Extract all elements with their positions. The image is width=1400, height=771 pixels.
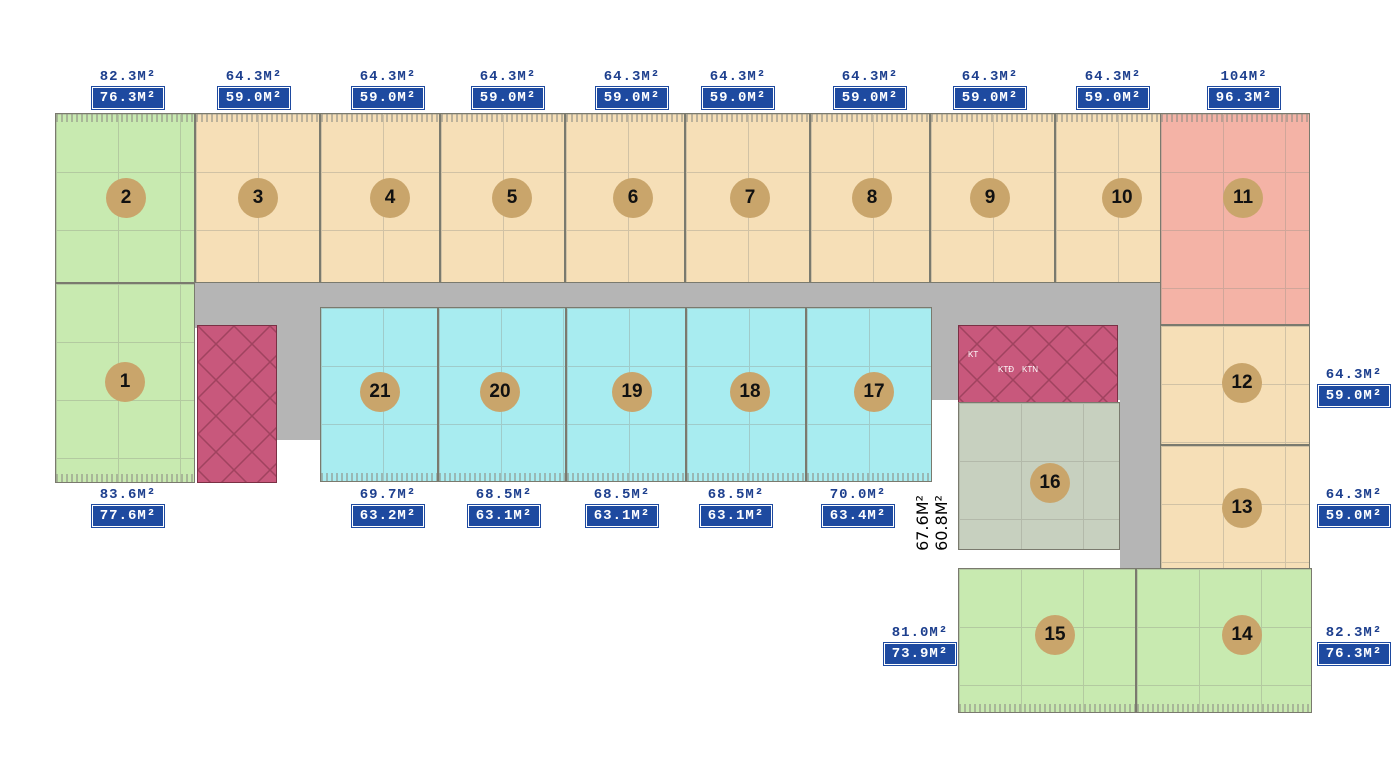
net-area: 59.0M² (470, 86, 546, 110)
area-label-unit-11: 104M² 96.3M² (1206, 68, 1282, 110)
area-label-unit-12: 64.3M² 59.0M² (1316, 366, 1392, 408)
gross-area: 64.3M² (479, 69, 537, 85)
corridor-west (275, 280, 320, 440)
unit-number-badge-2: 2 (106, 178, 146, 218)
unit-1[interactable] (55, 283, 195, 483)
area-label-unit-17: 70.0M² 63.4M² (820, 486, 896, 528)
gross-area: 68.5M² (593, 487, 651, 503)
area-label-unit-6: 64.3M² 59.0M² (594, 68, 670, 110)
stair-core-west (197, 325, 277, 483)
unit-number-badge-18: 18 (730, 372, 770, 412)
gross-area: 83.6M² (99, 487, 157, 503)
unit-11[interactable] (1160, 113, 1310, 325)
net-area: 76.3M² (90, 86, 166, 110)
area-label-unit-10: 64.3M² 59.0M² (1075, 68, 1151, 110)
area-label-unit-7: 64.3M² 59.0M² (700, 68, 776, 110)
area-label-unit-21: 69.7M² 63.2M² (350, 486, 426, 528)
net-area: 59.0M² (700, 86, 776, 110)
area-label-unit-4: 64.3M² 59.0M² (350, 68, 426, 110)
core-label-ktd: KTĐ (998, 365, 1014, 374)
net-area: 59.0M² (594, 86, 670, 110)
net-area: 59.0M² (350, 86, 426, 110)
unit-number-badge-1: 1 (105, 362, 145, 402)
gross-area: 64.3M² (225, 69, 283, 85)
net-area: 59.0M² (216, 86, 292, 110)
area-label-unit-14: 82.3M² 76.3M² (1316, 624, 1392, 666)
gross-area: 64.3M² (1084, 69, 1142, 85)
gross-area: 64.3M² (603, 69, 661, 85)
unit-18[interactable] (686, 307, 806, 482)
unit-number-badge-6: 6 (613, 178, 653, 218)
unit-number-badge-14: 14 (1222, 615, 1262, 655)
net-area: 63.1M² (584, 504, 660, 528)
unit-number-badge-13: 13 (1222, 488, 1262, 528)
gross-area: 67.6M² (913, 495, 932, 551)
core-label-kt: KT (968, 350, 979, 359)
net-area: 63.1M² (698, 504, 774, 528)
unit-number-badge-16: 16 (1030, 463, 1070, 503)
unit-number-badge-5: 5 (492, 178, 532, 218)
gross-area: 64.3M² (1325, 367, 1383, 383)
gross-area: 64.3M² (1325, 487, 1383, 503)
net-area: 59.0M² (1075, 86, 1151, 110)
area-label-unit-16: 67.6M² 60.8M² (913, 485, 951, 561)
gross-area: 104M² (1220, 69, 1268, 85)
net-area: 96.3M² (1206, 86, 1282, 110)
net-area: 60.8M² (932, 495, 951, 551)
unit-number-badge-10: 10 (1102, 178, 1142, 218)
gross-area: 68.5M² (707, 487, 765, 503)
area-label-unit-9: 64.3M² 59.0M² (952, 68, 1028, 110)
area-label-unit-3: 64.3M² 59.0M² (216, 68, 292, 110)
unit-number-badge-9: 9 (970, 178, 1010, 218)
unit-13[interactable] (1160, 445, 1310, 570)
unit-number-badge-17: 17 (854, 372, 894, 412)
gross-area: 70.0M² (829, 487, 887, 503)
area-label-unit-8: 64.3M² 59.0M² (832, 68, 908, 110)
net-area: 63.2M² (350, 504, 426, 528)
unit-number-badge-4: 4 (370, 178, 410, 218)
gross-area: 68.5M² (475, 487, 533, 503)
net-area: 63.4M² (820, 504, 896, 528)
unit-5[interactable] (440, 113, 565, 283)
core-label-ktn: KTN (1022, 365, 1038, 374)
unit-number-badge-12: 12 (1222, 363, 1262, 403)
net-area: 59.0M² (952, 86, 1028, 110)
gross-area: 81.0M² (891, 625, 949, 641)
area-label-unit-20: 68.5M² 63.1M² (466, 486, 542, 528)
gross-area: 82.3M² (1325, 625, 1383, 641)
unit-number-badge-3: 3 (238, 178, 278, 218)
area-label-unit-15: 81.0M² 73.9M² (882, 624, 958, 666)
unit-number-badge-8: 8 (852, 178, 892, 218)
gross-area: 64.3M² (961, 69, 1019, 85)
area-label-unit-5: 64.3M² 59.0M² (470, 68, 546, 110)
net-area: 59.0M² (1316, 384, 1392, 408)
net-area: 77.6M² (90, 504, 166, 528)
net-area: 59.0M² (1316, 504, 1392, 528)
unit-number-badge-19: 19 (612, 372, 652, 412)
corridor-east-vertical (1120, 280, 1160, 600)
area-label-unit-19: 68.5M² 63.1M² (584, 486, 660, 528)
net-area: 76.3M² (1316, 642, 1392, 666)
net-area: 73.9M² (882, 642, 958, 666)
unit-number-badge-15: 15 (1035, 615, 1075, 655)
area-label-unit-13: 64.3M² 59.0M² (1316, 486, 1392, 528)
gross-area: 64.3M² (359, 69, 417, 85)
unit-number-badge-21: 21 (360, 372, 400, 412)
unit-number-badge-7: 7 (730, 178, 770, 218)
gross-area: 64.3M² (709, 69, 767, 85)
gross-area: 82.3M² (99, 69, 157, 85)
area-label-unit-18: 68.5M² 63.1M² (698, 486, 774, 528)
gross-area: 69.7M² (359, 487, 417, 503)
area-label-unit-2: 82.3M² 76.3M² (90, 68, 166, 110)
gross-area: 64.3M² (841, 69, 899, 85)
net-area: 63.1M² (466, 504, 542, 528)
net-area: 59.0M² (832, 86, 908, 110)
unit-number-badge-20: 20 (480, 372, 520, 412)
area-label-unit-1: 83.6M² 77.6M² (90, 486, 166, 528)
unit-15[interactable] (958, 568, 1136, 713)
unit-number-badge-11: 11 (1223, 178, 1263, 218)
